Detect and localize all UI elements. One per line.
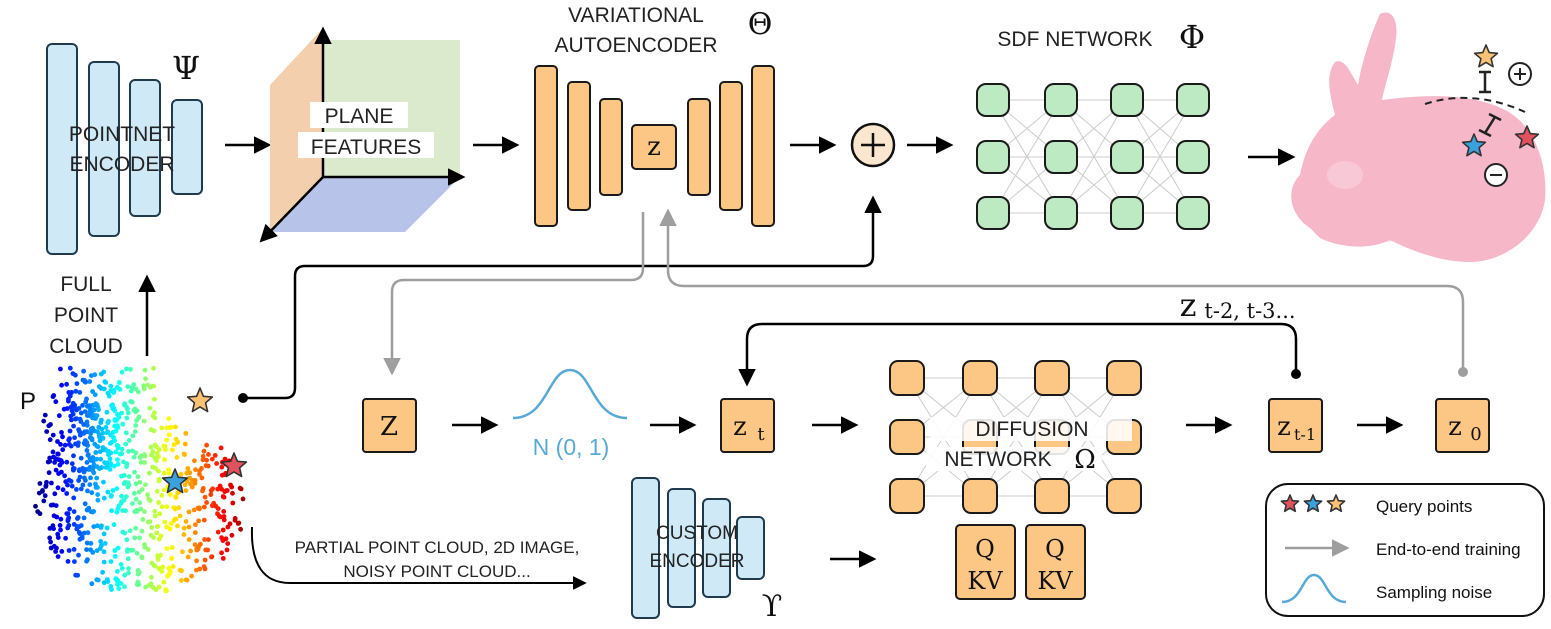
full-cloud-label-3: CLOUD: [49, 335, 123, 358]
z-box: Z: [362, 398, 417, 453]
legend-sampling-noise: Sampling noise: [1376, 583, 1492, 602]
query-star-yellow-icon: [186, 387, 214, 413]
sdf-node-1: [976, 140, 1010, 174]
sdf-node-2: [976, 196, 1010, 230]
noise-curve: N (0, 1): [512, 368, 628, 460]
svg-text:Z: Z: [380, 412, 398, 442]
svg-text:0: 0: [1470, 424, 1481, 445]
sdf-node-6: [1110, 83, 1144, 117]
diffusion-node-2: [889, 478, 925, 514]
partial-label-2: NOISY POINT CLOUD...: [343, 562, 530, 581]
sdf-node-5: [1044, 196, 1078, 230]
svg-text:z: z: [1277, 412, 1291, 442]
grey-arrow-vae-to-z: [383, 212, 645, 376]
sdf-label: SDF NETWORK: [997, 28, 1152, 51]
qkv-box-1: Q KV: [955, 524, 1016, 600]
diffusion-node-9: [1106, 360, 1142, 396]
diffusion-label-1: DIFFUSION: [975, 418, 1088, 441]
z-prev-main: z: [1180, 286, 1197, 324]
grey-arrow-z0-to-vae: [659, 208, 1465, 370]
plane-features: PLANE FEATURES: [259, 26, 466, 243]
p-label: P: [20, 388, 36, 415]
point-cloud: [33, 365, 246, 594]
pointnet-label-2: ENCODER: [69, 153, 174, 176]
sum-node: [850, 122, 896, 168]
sdf-node-7: [1110, 140, 1144, 174]
sdf-network: SDF NETWORK Φ: [976, 18, 1210, 230]
diffusion-node-3: [962, 360, 998, 396]
full-cloud-label-1: FULL: [60, 273, 111, 296]
full-cloud-label-2: POINT: [54, 304, 118, 327]
sdf-node-11: [1176, 196, 1210, 230]
legend-star-blue-icon: [1303, 494, 1323, 513]
svg-text:z: z: [1448, 412, 1462, 442]
arrow-loop-to-zt: [738, 322, 1298, 387]
legend-end-to-end: End-to-end training: [1376, 540, 1521, 559]
upsilon-symbol: ϒ: [762, 589, 783, 624]
bunny-shape: [1291, 12, 1546, 262]
qkv-box-2: Q KV: [1025, 524, 1086, 600]
legend-noise-curve: [1281, 573, 1347, 604]
latent-z-box: [631, 124, 677, 170]
vae-label-2: AUTOENCODER: [555, 34, 718, 57]
svg-text:t-1: t-1: [1294, 425, 1316, 444]
phi-symbol: Φ: [1179, 18, 1205, 56]
sdf-node-0: [976, 83, 1010, 117]
custom-encoder: CUSTOM ENCODER ϒ: [631, 477, 783, 624]
query-star-red-icon: [220, 452, 248, 478]
diffusion-node-11: [1106, 478, 1142, 514]
bunny-star-blue-icon: [1461, 133, 1487, 157]
sdf-node-3: [1044, 83, 1078, 117]
svg-text:z: z: [733, 412, 747, 442]
diffusion-node-5: [962, 478, 998, 514]
z0-box: z 0: [1435, 398, 1490, 453]
diffusion-node-0: [889, 360, 925, 396]
legend-star-red-icon: [1280, 494, 1300, 513]
zt-box: z t: [720, 398, 775, 453]
diffusion-network: DIFFUSION NETWORK Ω Q KV Q KV: [889, 360, 1142, 600]
psi-symbol: Ψ: [172, 49, 200, 87]
svg-text:t: t: [757, 424, 765, 445]
custom-label-2: ENCODER: [649, 551, 744, 572]
svg-text:KV: KV: [967, 567, 1003, 595]
custom-label-1: CUSTOM: [656, 523, 738, 544]
svg-text:Q: Q: [1045, 535, 1065, 563]
sdf-node-9: [1176, 83, 1210, 117]
bunny-star-yellow-icon: [1473, 44, 1499, 68]
partial-label-1: PARTIAL POINT CLOUD, 2D IMAGE,: [295, 538, 580, 557]
diffusion-label-2: NETWORK: [944, 448, 1051, 471]
diffusion-node-6: [1034, 360, 1070, 396]
diffusion-node-8: [1034, 478, 1070, 514]
z-prev-sub: t-2, t-3...: [1204, 299, 1295, 323]
bunny-star-red-icon: [1514, 125, 1540, 149]
latent-z-label: z: [647, 132, 661, 162]
arrow-cloud-to-sum: [243, 195, 882, 400]
sdf-node-10: [1176, 140, 1210, 174]
sdf-node-8: [1110, 196, 1144, 230]
legend-query-points: Query points: [1376, 497, 1472, 516]
plane-label-2: FEATURES: [311, 136, 421, 159]
legend: Query points End-to-end training Samplin…: [1265, 483, 1545, 617]
normal-label: N (0, 1): [533, 434, 610, 460]
theta-symbol: Θ: [748, 7, 773, 42]
arrow-cloud-to-custom: [250, 526, 587, 590]
sdf-node-4: [1044, 140, 1078, 174]
plane-label-1: PLANE: [325, 105, 394, 128]
omega-symbol: Ω: [1074, 445, 1096, 475]
variational-autoencoder: VARIATIONAL AUTOENCODER Θ z: [534, 4, 775, 227]
pointnet-encoder: POINTNET ENCODER Ψ: [46, 43, 203, 255]
zt1-box: z t-1: [1268, 398, 1323, 453]
svg-text:Q: Q: [975, 535, 995, 563]
legend-star-yellow-icon: [1326, 494, 1346, 513]
vae-label-1: VARIATIONAL: [568, 4, 704, 27]
diffusion-node-1: [889, 419, 925, 455]
pointnet-label-1: POINTNET: [69, 123, 175, 146]
svg-text:KV: KV: [1037, 567, 1073, 595]
query-star-blue-icon: [161, 468, 189, 494]
